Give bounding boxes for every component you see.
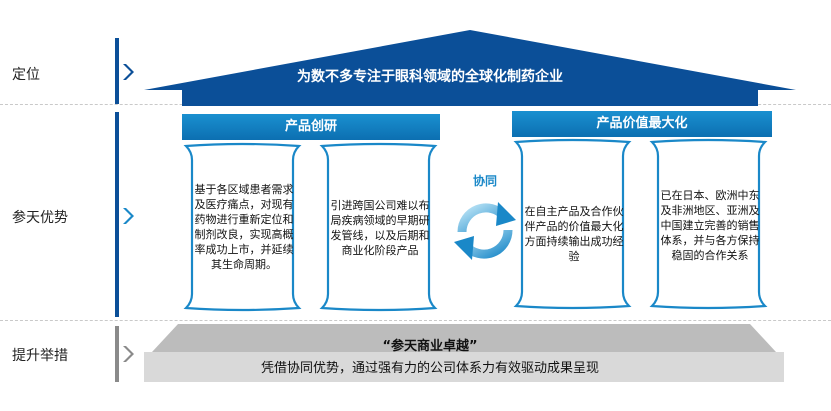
card-text-2: 引进跨国公司难以布局疾病领域的早期研发管线，以及后期和商业化阶段产品 — [330, 199, 430, 257]
card-scroll-2 — [319, 142, 438, 312]
card-text-3: 在自主产品及合作伙伴产品的价值最大化方面持续输出成功经验 — [524, 205, 624, 263]
card-scroll-3 — [513, 138, 632, 310]
foundation-shape — [144, 324, 784, 382]
section-title-value: 产品价值最大化 — [512, 111, 772, 137]
chevron-right-icon — [123, 346, 134, 362]
separator-bottom — [0, 320, 831, 321]
chevron-right-icon — [123, 208, 134, 224]
synergy-label: 协同 — [472, 174, 497, 188]
row-bar-advantages — [115, 112, 119, 317]
foundation-text: 凭借协同优势，通过强有力的公司体系力有效驱动成果呈现 — [260, 361, 599, 376]
cycle-arrows-icon — [454, 202, 516, 260]
card-text-4: 已在日本、欧洲中东及非洲地区、亚洲及中国建立完善的销售体系，并与各方保持稳固的合… — [660, 189, 760, 262]
row-bar-measures — [115, 326, 119, 382]
row-label-positioning: 定位 — [12, 67, 40, 83]
foundation-headline: “参天商业卓越” — [382, 339, 478, 354]
card-scroll-1 — [183, 142, 302, 312]
card-scroll-4 — [649, 138, 768, 310]
row-bar-positioning — [115, 38, 119, 104]
card-text-1: 基于各区域患者需求及医疗痛点，对现有药物进行重新定位和制剂改良，实现高概率成功上… — [194, 183, 294, 271]
row-label-measures: 提升举措 — [12, 348, 68, 364]
chevron-right-icon — [123, 64, 134, 80]
row-label-advantages: 参天优势 — [12, 210, 68, 226]
section-title-innovation: 产品创研 — [182, 114, 440, 140]
roof-title: 为数不多专注于眼科领域的全球化制药企业 — [297, 69, 563, 85]
roof-shape — [144, 30, 796, 106]
